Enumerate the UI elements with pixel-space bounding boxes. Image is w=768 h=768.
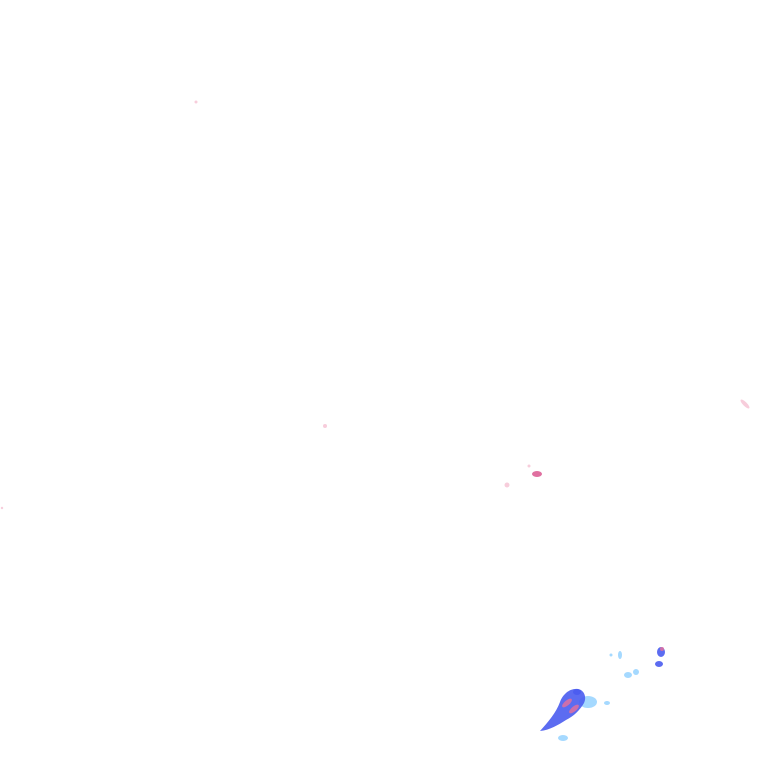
radar-echo [194,100,198,104]
radar-echo-heavy [532,471,542,477]
radar-echo [655,661,663,667]
radar-echo [540,688,586,731]
radar-echo [618,651,622,659]
radar-echo [609,653,613,657]
radar-echo [323,424,327,428]
radar-echo [740,399,750,409]
radar-echo [660,647,664,651]
radar-echo [562,698,572,708]
radar-echo [527,464,531,468]
radar-echo [504,482,510,488]
radar-echo [573,689,581,695]
moderate-precip-echoes [540,647,665,731]
faint-echoes [0,100,750,510]
radar-echo [624,672,632,678]
radar-echo [569,704,579,714]
radar-echo [604,701,610,705]
radar-echo [0,506,4,510]
radar-echo [633,669,639,675]
radar-echo [558,735,568,741]
heavy-precip-echoes [562,647,664,714]
